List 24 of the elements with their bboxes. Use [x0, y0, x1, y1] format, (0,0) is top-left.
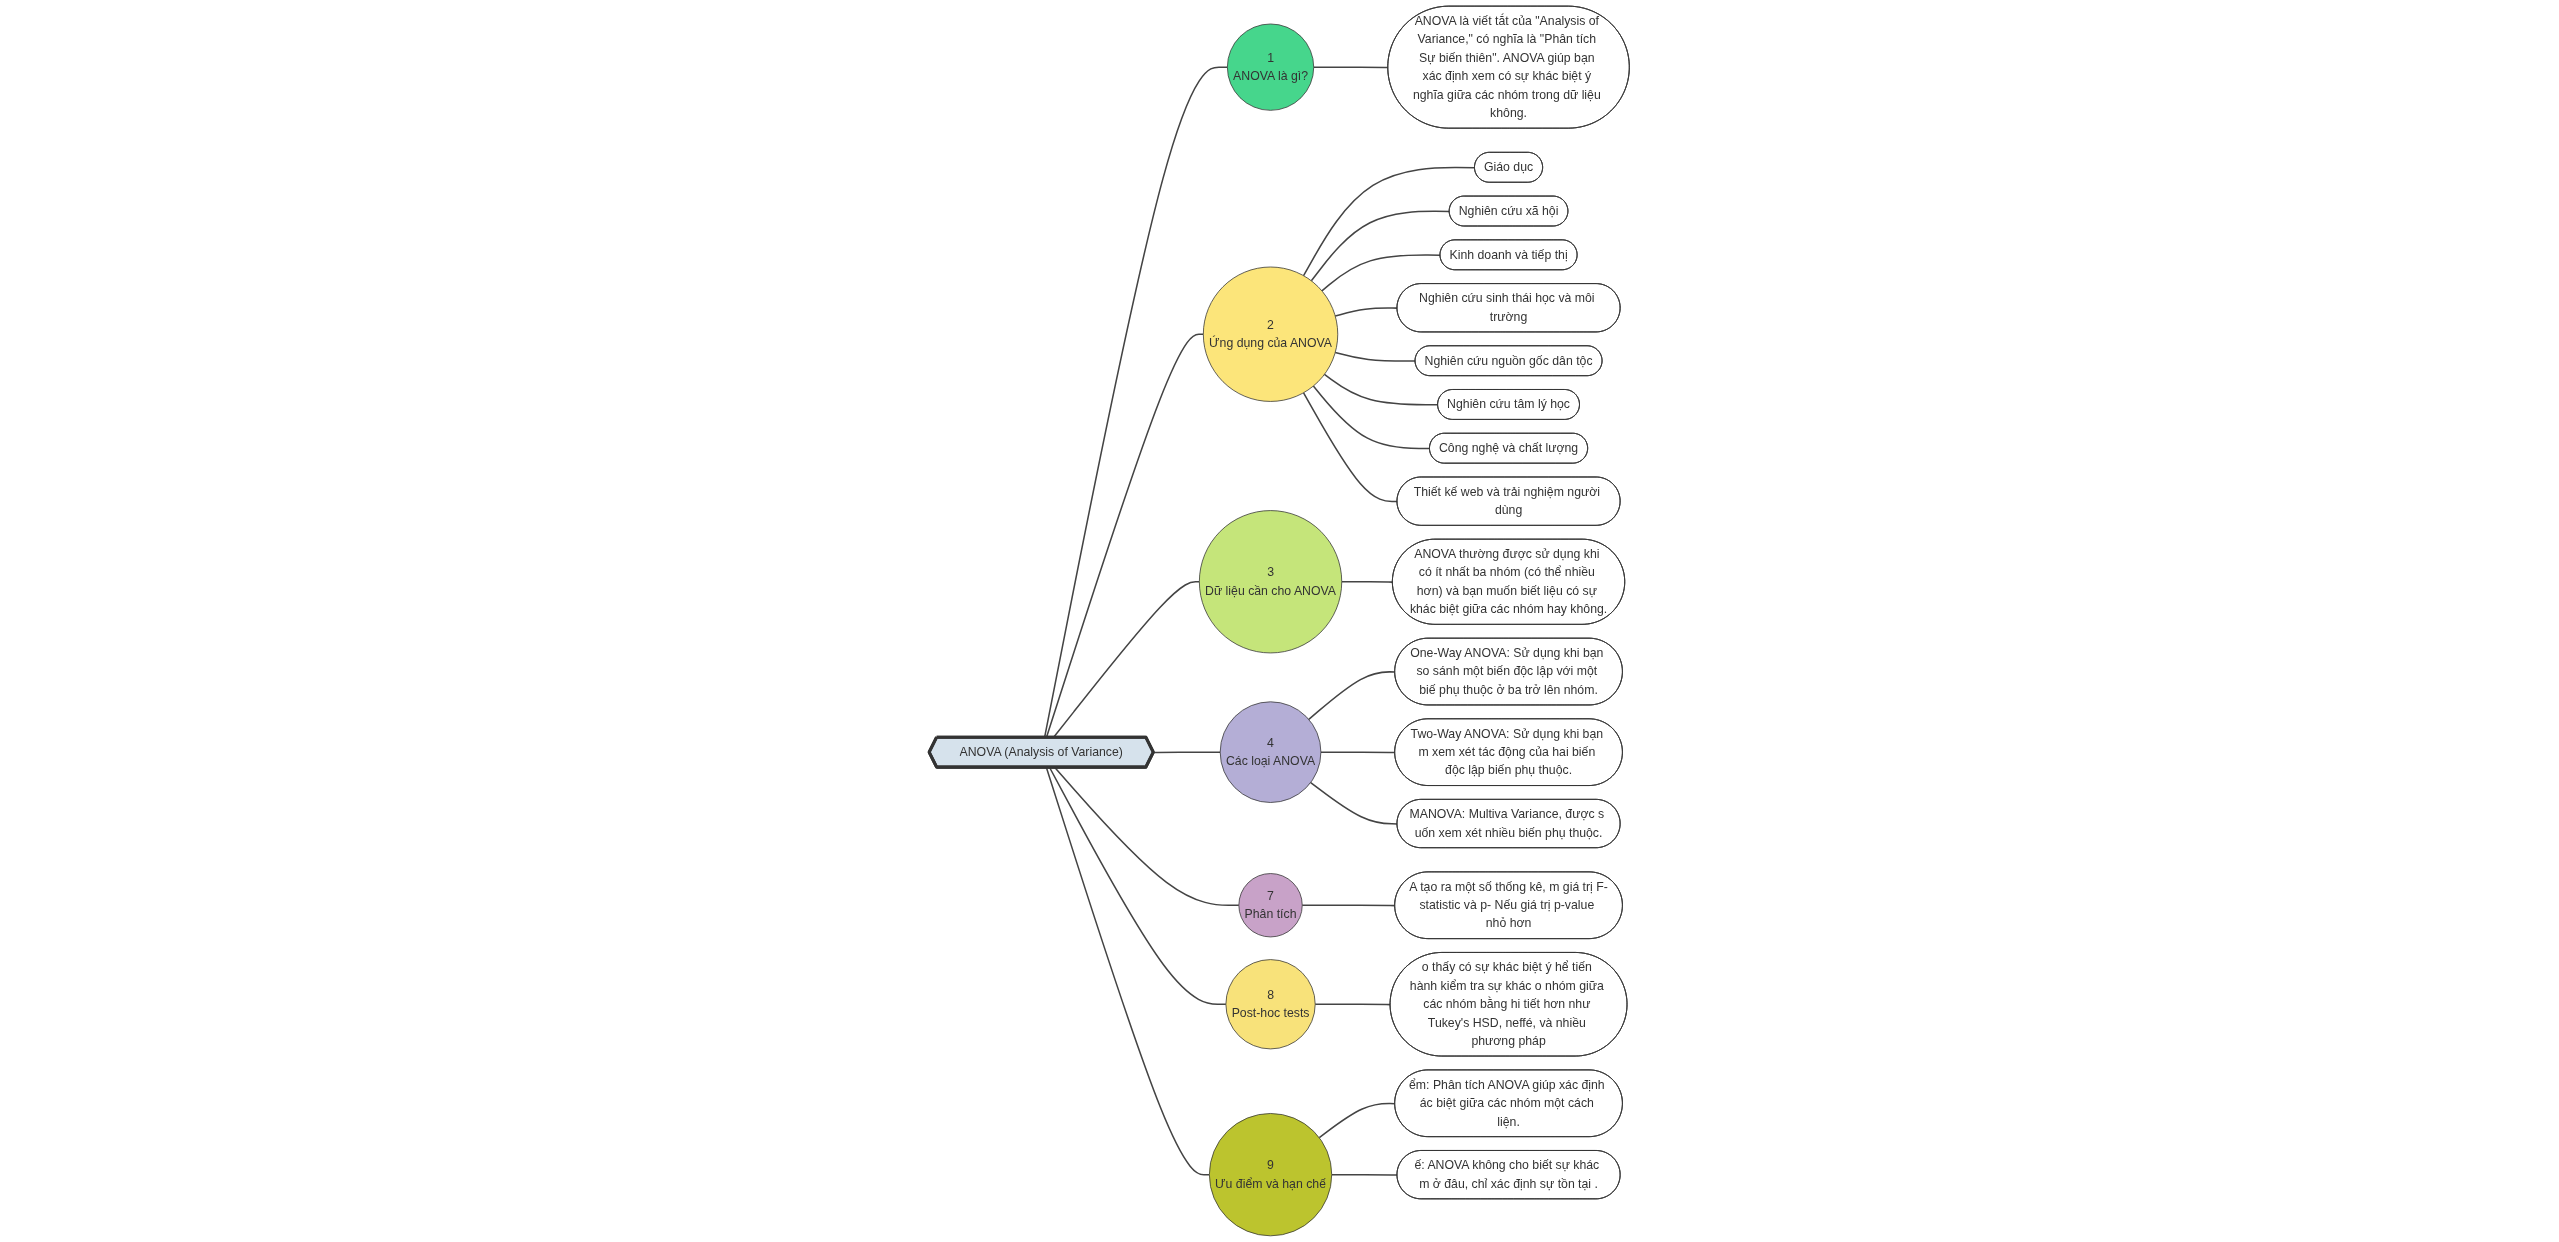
- node-circle: 9 Ưu điểm và hạn chế: [1209, 1113, 1333, 1237]
- connector: [1318, 1102, 1397, 1139]
- connector: [1308, 671, 1397, 721]
- connector: [1331, 1173, 1399, 1176]
- connector: [1303, 392, 1399, 503]
- connector: [1320, 751, 1397, 754]
- node-circle: 2 Ứng dụng của ANOVA: [1203, 266, 1339, 402]
- connector: [1313, 66, 1390, 69]
- connector: [1153, 751, 1222, 754]
- connector: [1310, 210, 1451, 282]
- connector: [1334, 351, 1417, 362]
- connector: [1321, 254, 1442, 292]
- node-circle: 4 Các loại ANOVA: [1220, 701, 1322, 803]
- connector: [1334, 307, 1399, 317]
- node-circle: 7 Phân tích: [1238, 873, 1303, 938]
- connector: [1314, 1003, 1392, 1006]
- node-circle: 1 ANOVA là gì?: [1227, 23, 1315, 111]
- connector: [1301, 904, 1397, 907]
- connector: [1312, 385, 1431, 450]
- node-circle: 3 Dữ liệu cần cho ANOVA: [1199, 510, 1343, 654]
- connector: [1303, 166, 1476, 277]
- connector: [1341, 581, 1394, 583]
- connector: [1310, 781, 1399, 825]
- node-circle: 8 Post-hoc tests: [1225, 959, 1316, 1050]
